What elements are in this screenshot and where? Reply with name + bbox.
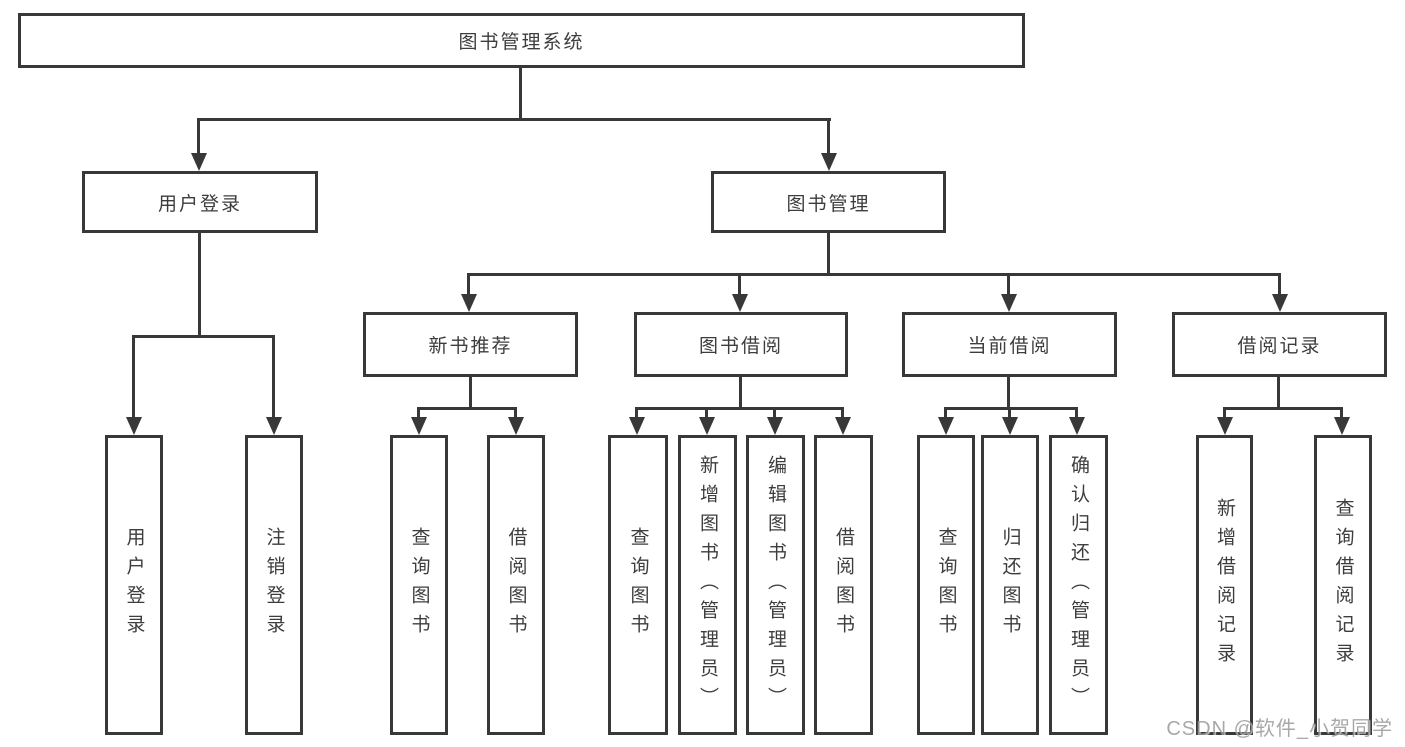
- arrowhead-icon: [508, 417, 524, 435]
- connector-line: [417, 407, 517, 410]
- connector-line: [827, 233, 830, 273]
- connector-line: [467, 273, 470, 297]
- leaf-query-books-borrow: 查询图书: [608, 435, 668, 735]
- node-book-borrow: 图书借阅: [634, 312, 848, 377]
- connector-line: [1008, 407, 1011, 419]
- connector-line: [1278, 273, 1281, 297]
- node-borrow-records: 借阅记录: [1172, 312, 1387, 377]
- node-user-login-label: 用户登录: [157, 193, 242, 215]
- node-book-management: 图书管理: [711, 171, 946, 233]
- leaf-query-books-current-label: 查询图书: [935, 527, 957, 643]
- arrowhead-icon: [126, 417, 142, 435]
- connector-line: [944, 407, 947, 419]
- connector-line: [1075, 407, 1078, 419]
- leaf-confirm-return-admin-label: 确认归还（管理员）: [1068, 454, 1089, 716]
- connector-line: [469, 377, 472, 407]
- leaf-add-books-admin: 新增图书（管理员）: [678, 435, 737, 735]
- leaf-edit-books-admin-label: 编辑图书（管理员）: [765, 454, 786, 716]
- connector-line: [827, 118, 830, 156]
- connector-line: [739, 377, 742, 407]
- leaf-user-login-label: 用户登录: [123, 527, 145, 643]
- arrowhead-icon: [1001, 294, 1017, 312]
- arrowhead-icon: [767, 417, 783, 435]
- leaf-borrow-books-recommend: 借阅图书: [487, 435, 545, 735]
- node-current-borrow-label: 当前借阅: [967, 336, 1052, 357]
- connector-line: [197, 118, 831, 121]
- node-current-borrow: 当前借阅: [902, 312, 1117, 377]
- leaf-return-books: 归还图书: [981, 435, 1039, 735]
- leaf-query-books-recommend: 查询图书: [390, 435, 448, 735]
- csdn-watermark: CSDN @软件_小贺同学: [1166, 718, 1393, 740]
- leaf-query-books-current: 查询图书: [917, 435, 975, 735]
- arrowhead-icon: [1002, 417, 1018, 435]
- leaf-add-borrow-record: 新增借阅记录: [1196, 435, 1253, 735]
- leaf-add-borrow-record-label: 新增借阅记录: [1214, 498, 1235, 672]
- connector-line: [841, 407, 844, 419]
- arrowhead-icon: [1272, 294, 1288, 312]
- connector-line: [1277, 377, 1280, 407]
- connector-line: [944, 407, 1078, 410]
- connector-line: [1223, 407, 1343, 410]
- connector-line: [1223, 407, 1226, 419]
- arrowhead-icon: [1069, 417, 1085, 435]
- connector-line: [738, 273, 741, 297]
- arrowhead-icon: [732, 294, 748, 312]
- arrowhead-icon: [821, 153, 837, 171]
- node-book-management-label: 图书管理: [786, 193, 871, 215]
- connector-line: [635, 407, 638, 419]
- connector-line: [635, 407, 844, 410]
- connector-line: [519, 68, 522, 118]
- connector-line: [272, 335, 275, 419]
- arrowhead-icon: [699, 417, 715, 435]
- connector-line: [514, 407, 517, 419]
- arrowhead-icon: [938, 417, 954, 435]
- leaf-query-borrow-record-label: 查询借阅记录: [1332, 498, 1354, 672]
- connector-line: [132, 335, 275, 338]
- connector-line: [1007, 377, 1010, 407]
- leaf-logout: 注销登录: [245, 435, 303, 735]
- connector-line: [1007, 273, 1010, 297]
- leaf-user-login: 用户登录: [105, 435, 163, 735]
- leaf-logout-label: 注销登录: [263, 527, 285, 643]
- leaf-add-books-admin-label: 新增图书（管理员）: [697, 454, 718, 716]
- leaf-query-books-recommend-label: 查询图书: [408, 527, 430, 643]
- connector-line: [1340, 407, 1343, 419]
- arrowhead-icon: [1334, 417, 1350, 435]
- node-root-label: 图书管理系统: [458, 32, 585, 53]
- leaf-borrow-books: 借阅图书: [814, 435, 873, 735]
- node-new-book-recommend-label: 新书推荐: [428, 336, 513, 357]
- connector-line: [417, 407, 420, 419]
- node-user-login: 用户登录: [82, 171, 318, 233]
- connector-line: [132, 335, 135, 419]
- leaf-query-books-borrow-label: 查询图书: [627, 527, 649, 643]
- leaf-borrow-books-recommend-label: 借阅图书: [505, 527, 527, 643]
- leaf-return-books-label: 归还图书: [999, 527, 1021, 643]
- arrowhead-icon: [191, 153, 207, 171]
- node-book-borrow-label: 图书借阅: [698, 336, 783, 357]
- leaf-confirm-return-admin: 确认归还（管理员）: [1049, 435, 1108, 735]
- node-borrow-records-label: 借阅记录: [1237, 336, 1322, 357]
- leaf-edit-books-admin: 编辑图书（管理员）: [746, 435, 805, 735]
- node-new-book-recommend: 新书推荐: [363, 312, 578, 377]
- arrowhead-icon: [629, 417, 645, 435]
- connector-line: [198, 233, 201, 335]
- arrowhead-icon: [411, 417, 427, 435]
- node-root: 图书管理系统: [18, 13, 1025, 68]
- arrowhead-icon: [1217, 417, 1233, 435]
- connector-line: [705, 407, 708, 419]
- connector-line: [773, 407, 776, 419]
- leaf-query-borrow-record: 查询借阅记录: [1314, 435, 1372, 735]
- leaf-borrow-books-label: 借阅图书: [833, 527, 854, 643]
- connector-line: [467, 273, 1281, 276]
- arrowhead-icon: [835, 417, 851, 435]
- arrowhead-icon: [266, 417, 282, 435]
- connector-line: [197, 118, 200, 156]
- arrowhead-icon: [461, 294, 477, 312]
